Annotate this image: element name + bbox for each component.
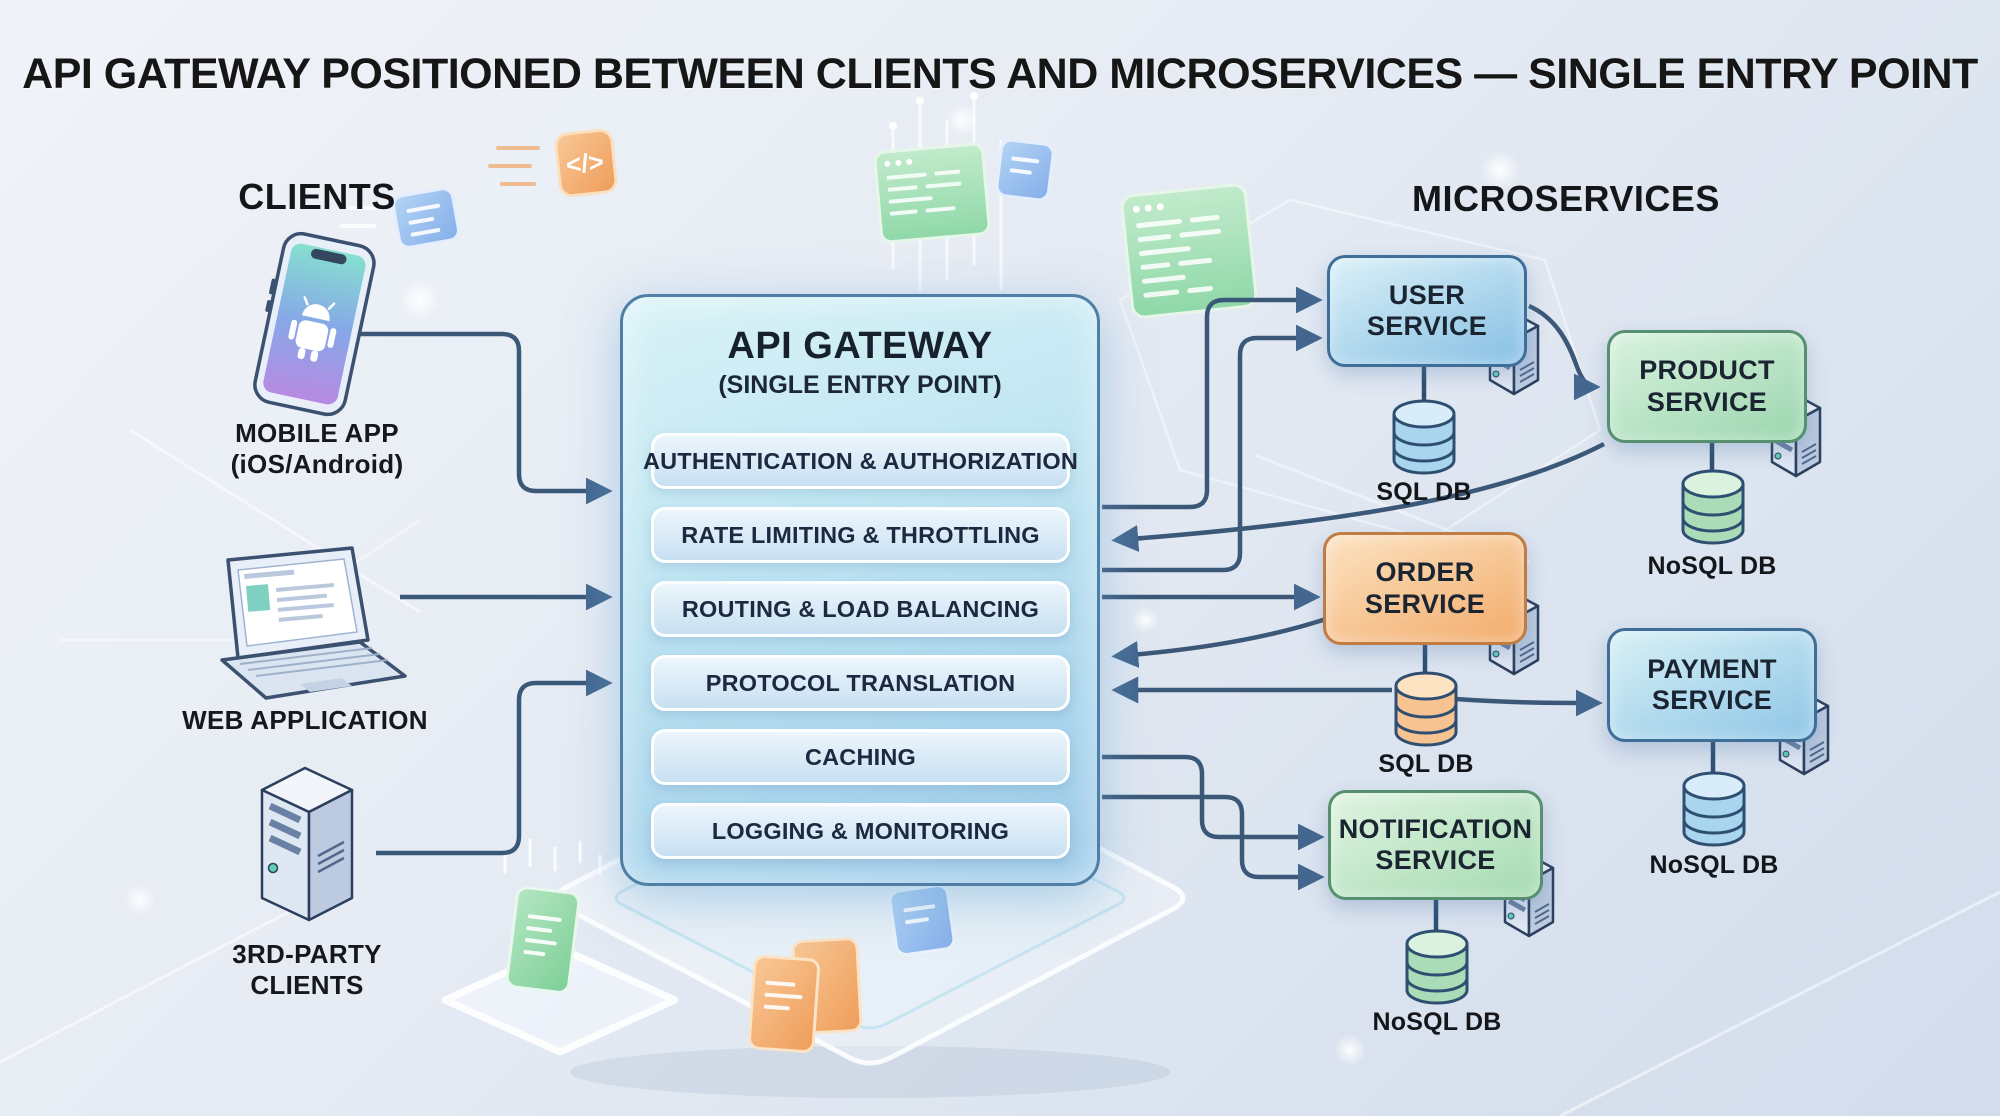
clients-heading: CLIENTS xyxy=(238,176,396,217)
orange-folders-decoration xyxy=(748,937,863,1053)
green-terminal-window-small-decoration xyxy=(873,142,991,244)
gateway-feature-routing: ROUTING & LOAD BALANCING xyxy=(651,581,1070,637)
blue-chat-card-bottom-decoration xyxy=(888,884,956,956)
third-party-clients-label: 3RD-PARTY CLIENTS xyxy=(157,939,457,1001)
gateway-feature-authentication: AUTHENTICATION & AUTHORIZATION xyxy=(643,433,1078,489)
arrow-gateway-to-user-service-1 xyxy=(1102,286,1323,510)
database-icon-nosql-product xyxy=(1681,469,1745,545)
order-service-box: ORDER SERVICE xyxy=(1323,532,1527,645)
third-party-label-line1: 3RD-PARTY xyxy=(232,939,382,969)
arrow-thirdparty-to-gateway xyxy=(376,669,613,856)
database-icon-sql-user xyxy=(1392,399,1456,475)
arrow-mobile-to-gateway xyxy=(358,331,613,505)
database-icon-nosql-notification xyxy=(1405,929,1469,1005)
product-db-label: NoSQL DB xyxy=(1647,552,1777,580)
gateway-feature-protocol-translation: PROTOCOL TRANSLATION xyxy=(651,655,1070,711)
order-db-label: SQL DB xyxy=(1378,750,1474,778)
page-title: API GATEWAY POSITIONED BETWEEN CLIENTS A… xyxy=(22,50,1978,98)
payment-db-label: NoSQL DB xyxy=(1649,851,1779,879)
product-service-box: PRODUCT SERVICE xyxy=(1607,330,1807,443)
user-service-box: USER SERVICE xyxy=(1327,255,1527,367)
gateway-feature-caching: CACHING xyxy=(651,729,1070,785)
gateway-feature-rate-limiting: RATE LIMITING & THROTTLING xyxy=(651,507,1070,563)
arrow-gateway-to-user-service-2 xyxy=(1102,324,1323,573)
api-gateway-title: API GATEWAY xyxy=(727,325,993,367)
green-file-card-decoration xyxy=(505,886,581,994)
mobile-app-label-line1: MOBILE APP xyxy=(235,418,399,448)
laptop-icon xyxy=(220,546,407,700)
arrow-product-service-to-gateway xyxy=(1111,442,1606,552)
blue-card-top-right-decoration xyxy=(995,138,1055,202)
server-icon xyxy=(260,766,354,922)
sparkle-lines-decoration xyxy=(503,838,602,876)
gateway-feature-logging: LOGGING & MONITORING xyxy=(651,803,1070,859)
android-robot-icon xyxy=(288,296,337,362)
notification-service-box: NOTIFICATION SERVICE xyxy=(1328,790,1543,900)
smartphone-icon xyxy=(253,231,376,417)
mobile-app-label: MOBILE APP (iOS/Android) xyxy=(167,418,467,480)
notification-db-label: NoSQL DB xyxy=(1372,1008,1502,1036)
connections xyxy=(358,286,1716,932)
api-gateway-box: API GATEWAY (SINGLE ENTRY POINT) AUTHENT… xyxy=(620,294,1100,886)
arrow-gateway-to-notification-2 xyxy=(1102,794,1325,891)
web-application-label: WEB APPLICATION xyxy=(155,705,455,736)
code-badge-decoration: </> xyxy=(488,128,618,198)
database-icon-sql-order xyxy=(1394,671,1458,747)
arrow-user-to-product-service xyxy=(1528,303,1601,401)
arrow-order-to-payment-service xyxy=(1455,689,1603,717)
green-terminal-window-decoration xyxy=(1120,183,1258,319)
microservices-heading: MICROSERVICES xyxy=(1412,178,1720,219)
database-icon-nosql-payment xyxy=(1682,771,1746,847)
third-party-label-line2: CLIENTS xyxy=(250,970,364,1000)
blue-chat-card-top-decoration xyxy=(340,187,460,249)
user-db-label: SQL DB xyxy=(1376,478,1472,506)
web-application-label-line1: WEB APPLICATION xyxy=(182,705,428,735)
code-icon: </> xyxy=(565,146,606,180)
arrow-order-service-to-gateway xyxy=(1111,616,1327,668)
payment-service-box: PAYMENT SERVICE xyxy=(1607,628,1817,742)
api-gateway-subtitle: (SINGLE ENTRY POINT) xyxy=(718,371,1002,399)
small-platform-decoration xyxy=(441,944,679,1056)
mobile-app-label-line2: (iOS/Android) xyxy=(230,449,404,479)
